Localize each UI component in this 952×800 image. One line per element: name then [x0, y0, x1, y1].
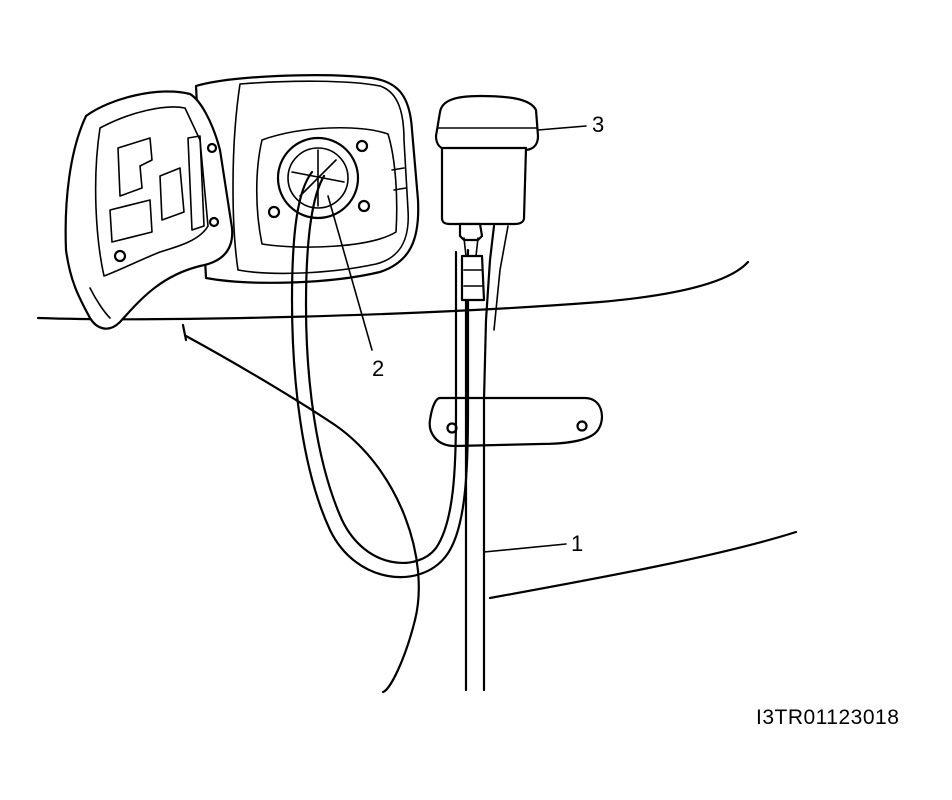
leader-3	[537, 125, 587, 131]
housing-detail-marks	[391, 167, 407, 191]
door-edge-detail	[89, 287, 111, 319]
door-rivet-1	[206, 142, 218, 154]
vent-tube	[464, 224, 509, 692]
fuel-filler-neck	[276, 136, 360, 220]
adapter-valve-rings	[463, 269, 483, 287]
vent-tube-ends	[464, 684, 486, 692]
filler-neck-ribs	[291, 149, 345, 207]
filler-pipe-cap-adapter	[434, 94, 540, 302]
door-inner-frame	[94, 106, 209, 277]
vent-tube-right	[482, 224, 496, 688]
body-contour-line-left	[184, 334, 420, 694]
door-hinge-arm	[187, 135, 205, 231]
figure-id: I3TR01123018	[756, 706, 900, 729]
leader-1	[483, 543, 567, 553]
adapter-valve	[460, 254, 486, 302]
fuel-filler-door	[64, 90, 234, 330]
callout-label-2: 2	[372, 356, 385, 381]
housing-screw-3	[355, 139, 369, 153]
adapter-body	[440, 146, 528, 226]
body-panel	[36, 260, 798, 694]
body-crease-line-lower	[488, 530, 798, 600]
housing-inner-rim	[232, 80, 410, 275]
door-rivet-2	[208, 216, 220, 228]
bracket-hole-right	[576, 420, 588, 432]
callout-leaders	[327, 125, 587, 553]
callout-label-1: 1	[571, 531, 584, 556]
body-edge-tick	[181, 323, 188, 342]
filler-neck-inner	[287, 147, 349, 209]
door-latch-hole	[113, 249, 127, 263]
door-hinge-cutout-3	[159, 167, 185, 221]
hose	[290, 170, 470, 579]
adapter-fitting	[458, 222, 484, 242]
housing-screw-2	[357, 199, 371, 213]
housing-screw-1	[267, 205, 281, 219]
mounting-bracket	[428, 396, 603, 448]
adapter-cap-top	[434, 94, 540, 152]
leader-2	[327, 195, 373, 351]
hose-outer-left	[290, 170, 470, 579]
bracket-plate	[428, 396, 603, 448]
hose-outer-right	[304, 174, 458, 564]
housing-recess	[255, 126, 398, 248]
vent-tube-upper-line	[493, 225, 509, 331]
door-hinge-cutout-2	[109, 199, 153, 243]
body-crease-line-upper	[36, 260, 750, 321]
door-hinge-cutout-1	[117, 137, 153, 197]
callout-label-3: 3	[592, 112, 605, 137]
door-panel	[64, 90, 234, 330]
